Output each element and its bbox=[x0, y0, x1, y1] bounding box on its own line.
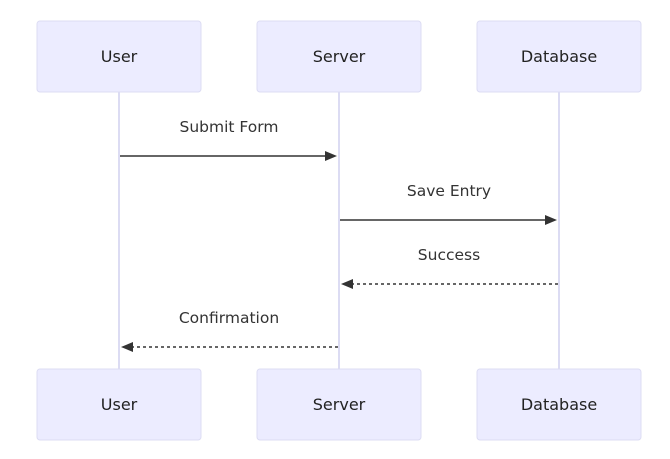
message-4: Confirmation bbox=[121, 309, 338, 352]
participant-label: Server bbox=[313, 395, 366, 414]
participant-label: Database bbox=[521, 395, 597, 414]
participant-box bbox=[36, 20, 202, 93]
participant-box bbox=[36, 368, 202, 441]
message-2: Save Entry bbox=[340, 182, 557, 225]
lifelines bbox=[118, 92, 560, 369]
arrowhead bbox=[121, 342, 133, 352]
participant-label: User bbox=[101, 395, 138, 414]
participant-user-bottom: User bbox=[36, 368, 202, 441]
message-label: Save Entry bbox=[407, 182, 491, 200]
message-label: Success bbox=[418, 246, 480, 264]
arrowhead bbox=[325, 151, 337, 161]
participant-database-top: Database bbox=[476, 20, 642, 93]
participant-label: User bbox=[101, 47, 138, 66]
participant-box bbox=[476, 368, 642, 441]
participant-database-bottom: Database bbox=[476, 368, 642, 441]
participant-user-top: User bbox=[36, 20, 202, 93]
arrowhead bbox=[545, 215, 557, 225]
message-1: Submit Form bbox=[120, 118, 337, 161]
participant-box bbox=[256, 20, 422, 93]
participant-box bbox=[476, 20, 642, 93]
participants-bottom: User Server Database bbox=[36, 368, 642, 441]
participant-server-top: Server bbox=[256, 20, 422, 93]
arrowhead bbox=[341, 279, 353, 289]
message-3: Success bbox=[341, 246, 558, 289]
participant-box bbox=[256, 368, 422, 441]
participant-label: Server bbox=[313, 47, 366, 66]
participant-label: Database bbox=[521, 47, 597, 66]
message-label: Confirmation bbox=[179, 309, 279, 327]
participant-server-bottom: Server bbox=[256, 368, 422, 441]
participants-top: User Server Database bbox=[36, 20, 642, 93]
message-label: Submit Form bbox=[180, 118, 279, 136]
